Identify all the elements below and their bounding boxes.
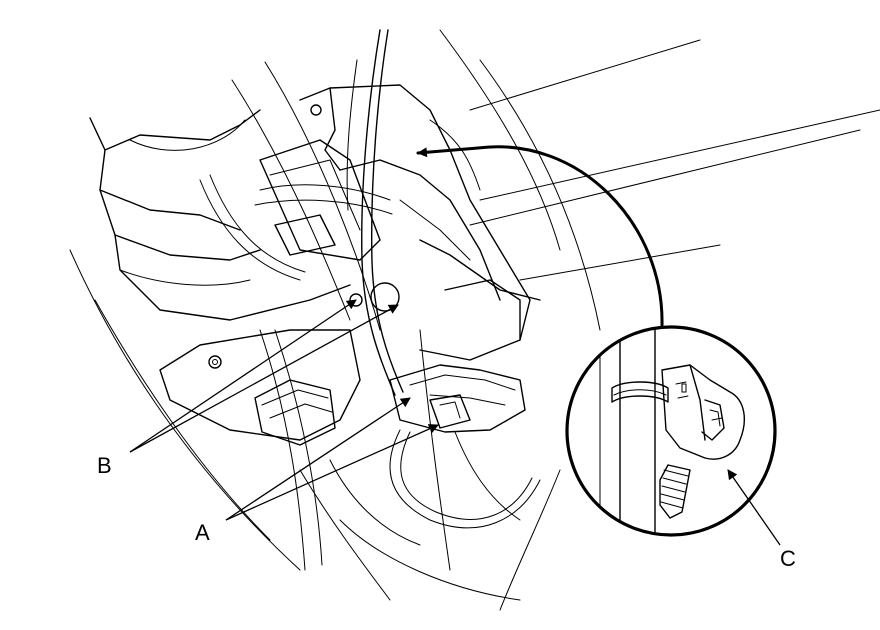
relay-box — [259, 84, 541, 433]
label-b: B — [97, 453, 112, 478]
leader-c — [727, 469, 781, 546]
leader-lines — [129, 299, 781, 546]
leader-b-lower — [129, 304, 399, 453]
detail-view-circle — [565, 325, 777, 537]
wire-harness — [199, 29, 541, 546]
label-c: C — [780, 546, 796, 571]
left-frame — [89, 109, 361, 446]
body-panel-lines — [69, 29, 880, 611]
callout-arrow — [416, 145, 664, 327]
leader-a-upper — [225, 397, 411, 521]
leader-b-upper — [129, 299, 357, 453]
label-a: A — [195, 520, 210, 545]
leader-a-lower — [225, 424, 439, 521]
